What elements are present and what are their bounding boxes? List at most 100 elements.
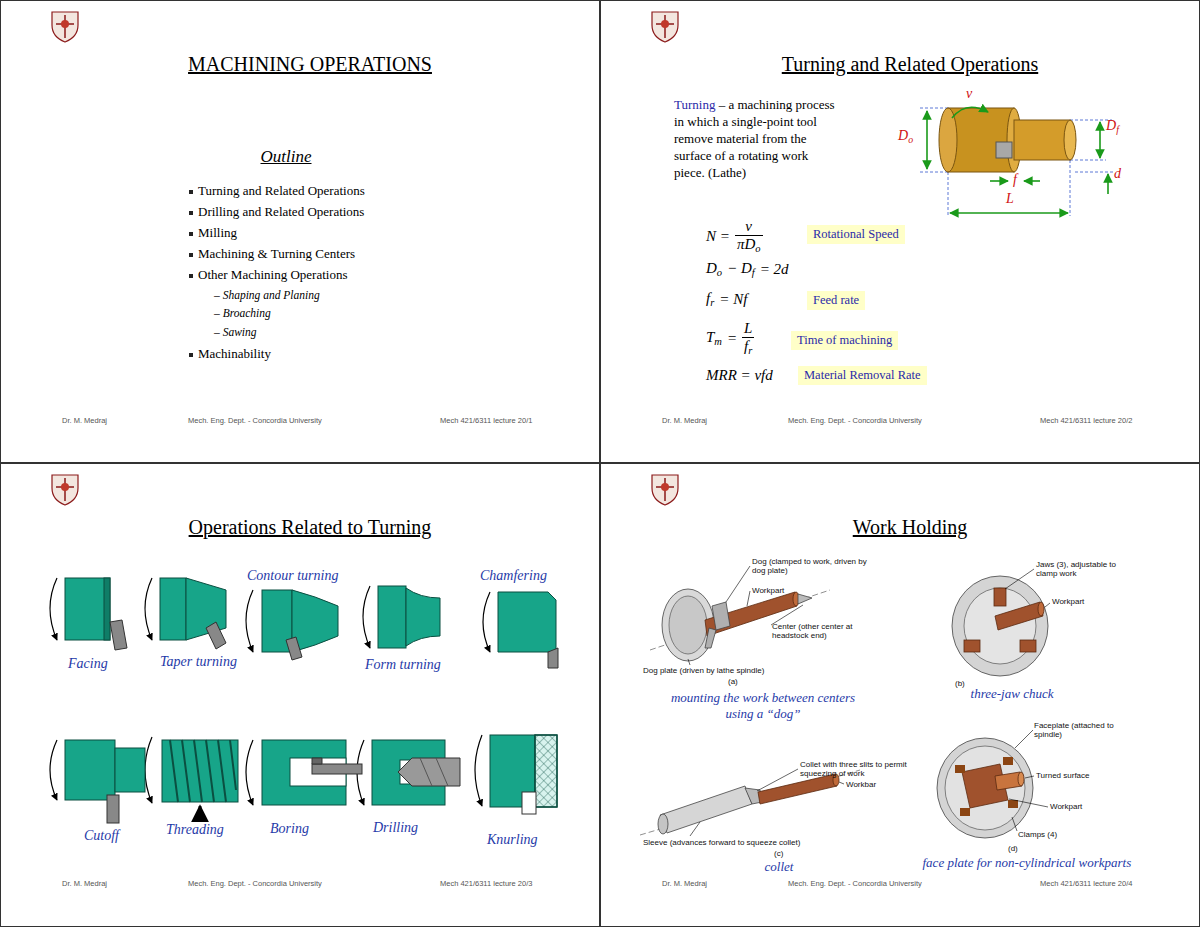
formula-term: MRR = vfd (706, 367, 773, 384)
dimension-label: d (1114, 166, 1121, 182)
turning-illustration (920, 107, 1114, 216)
figure-caption: collet (765, 859, 794, 875)
term-base: f (706, 290, 710, 306)
footer-text: Dr. M. Medraj (662, 879, 707, 888)
callout-label: Turned surface (1036, 771, 1090, 780)
slide-title: Work Holding (621, 516, 1199, 539)
operation-label: Threading (166, 822, 224, 838)
formula-term: v (745, 218, 752, 234)
term-base: πD (737, 236, 755, 252)
term-base: D (706, 260, 717, 276)
bullet-item: Drilling and Related Operations (198, 204, 364, 220)
highlight-box: Rotational Speed (807, 225, 905, 244)
subscripted-term: fr (744, 338, 752, 356)
operation-label: Form turning (365, 657, 441, 673)
callout-label: Dog plate (driven by lathe spindle) (643, 666, 764, 675)
formula-term: N = (706, 228, 730, 245)
figure-caption: three-jaw chuck (971, 686, 1054, 702)
operation-label: Knurling (487, 832, 538, 848)
dimension-label: L (1006, 191, 1014, 207)
term-subscript: o (755, 243, 760, 254)
term-subscript: m (714, 336, 722, 347)
formula-term: L (744, 320, 752, 336)
bullet-item: Milling (198, 225, 237, 241)
callout-label: Workbar (846, 780, 876, 789)
bullet-item: Other Machining Operations (198, 267, 347, 283)
callout-label: Workpart (1052, 597, 1084, 606)
turning-operations-illustration (50, 578, 558, 823)
operation-label: Cutoff (84, 828, 119, 844)
term-base: D (898, 128, 908, 143)
outline-heading: Outline (261, 147, 312, 167)
highlight-box: Material Removal Rate (798, 366, 927, 385)
highlight-text: Material Removal Rate (804, 368, 921, 382)
university-crest (52, 12, 678, 505)
formula-term: = Nf (719, 291, 747, 308)
fraction: v πDo (735, 218, 763, 254)
callout-label: Clamps (4) (1018, 830, 1057, 839)
slide-title: Operations Related to Turning (21, 516, 599, 539)
text-run: Turning (674, 97, 715, 112)
formula-term: = 2d (760, 261, 789, 278)
term-subscript: r (748, 345, 752, 356)
footer-text: Mech 421/6311 lecture 20/2 (1040, 416, 1132, 425)
denominator: πDo (735, 235, 763, 254)
operation-label: Chamfering (480, 568, 547, 584)
formula: MRR = vfd (706, 367, 778, 384)
figure-caption: face plate for non-cylindrical workparts (923, 855, 1132, 871)
slide-panel: Operations Related to Turning (0, 463, 600, 927)
subscripted-term: Do (898, 128, 913, 145)
formula: fr = Nf (706, 290, 752, 308)
subscripted-term: Do (706, 260, 722, 278)
term-base: f (744, 338, 748, 354)
denominator: fr (742, 337, 754, 356)
slide-title: Turning and Related Operations (621, 53, 1199, 76)
formula-term: = (727, 330, 737, 347)
callout-label: (b) (955, 679, 965, 688)
footer-text: Dr. M. Medraj (62, 879, 107, 888)
footer-text: Mech 421/6311 lecture 20/1 (440, 416, 532, 425)
figure-caption: mounting the work between centers using … (668, 690, 858, 721)
callout-label: Faceplate (attached to spindle) (1034, 721, 1124, 739)
subscripted-term: Tm (706, 329, 722, 347)
formula: Do− Df= 2d (706, 260, 794, 278)
fraction: Lfr (742, 320, 754, 356)
sub-bullet-item: – Shaping and Planing (214, 289, 320, 301)
dimension-label: f (1013, 172, 1017, 188)
footer-text: Dr. M. Medraj (662, 416, 707, 425)
term-base: T (706, 329, 714, 345)
subscripted-term: Df (1106, 118, 1119, 135)
highlight-text: Feed rate (813, 293, 859, 307)
callout-label: (d) (1008, 844, 1018, 853)
slide-panel: Turning and Related OperationsRotational… (600, 0, 1200, 463)
bullet-item: Turning and Related Operations (198, 183, 365, 199)
numerator: v (743, 218, 754, 235)
operation-label: Drilling (373, 820, 418, 836)
callout-label: Jaws (3), adjustable to clamp work (1036, 560, 1131, 578)
sub-bullet-item: – Broaching (214, 307, 271, 319)
callout-label: Dog (clamped to work, driven by dog plat… (752, 557, 867, 575)
footer-text: Mech. Eng. Dept. - Concordia University (788, 879, 922, 888)
subscripted-term: πDo (737, 236, 761, 254)
callout-label: Workpart (752, 586, 784, 595)
footer-text: Dr. M. Medraj (62, 416, 107, 425)
bullet-marks (189, 190, 193, 357)
term-subscript: r (710, 297, 714, 308)
operation-label: Contour turning (247, 568, 338, 584)
operation-label: Facing (68, 656, 108, 672)
highlight-text: Rotational Speed (813, 227, 899, 241)
dimension-label: Df (1106, 118, 1119, 135)
callout-label: Workpart (1050, 802, 1082, 811)
formula: N = v πDo (706, 218, 768, 254)
footer-text: Mech. Eng. Dept. - Concordia University (188, 416, 322, 425)
slide-title: MACHINING OPERATIONS (21, 53, 599, 76)
work-holding-illustration (640, 566, 1050, 838)
operation-label: Boring (270, 821, 309, 837)
highlight-box: Feed rate (807, 291, 865, 310)
dimension-label: Do (898, 128, 913, 145)
footer-text: Mech 421/6311 lecture 20/3 (440, 879, 532, 888)
highlight-box: Time of machining (791, 331, 898, 350)
callout-label: (c) (774, 849, 783, 858)
term-subscript: f (752, 267, 755, 278)
bullet-item: Machinability (198, 346, 271, 362)
